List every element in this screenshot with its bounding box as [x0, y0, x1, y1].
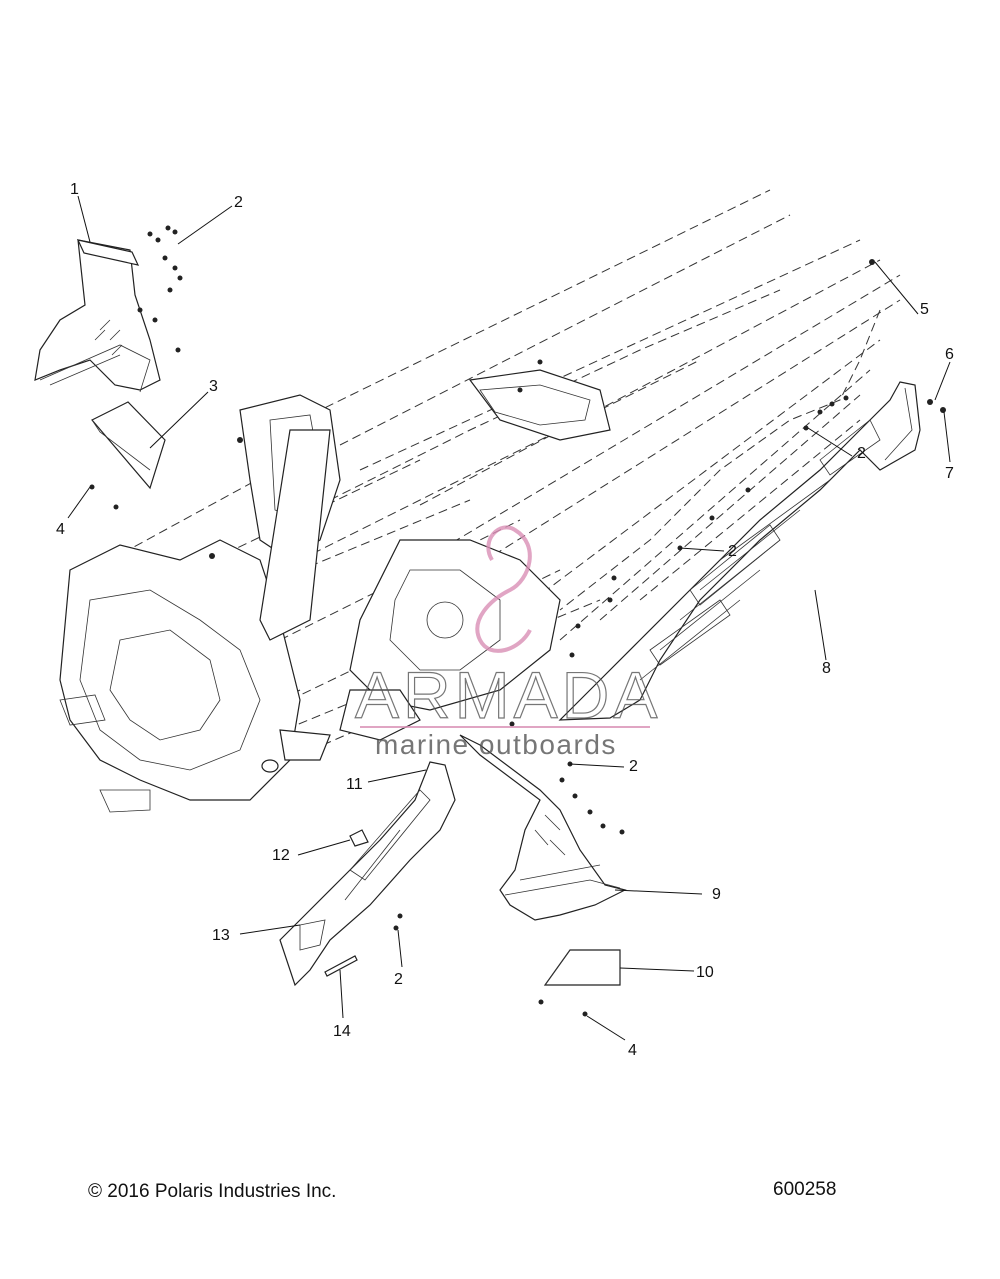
callout-1: 1	[70, 181, 79, 198]
callout-14: 14	[333, 1023, 351, 1040]
diagram-number: 600258	[773, 1179, 837, 1200]
watermark-brand: ARMADA	[355, 658, 661, 732]
callout-2: 2	[728, 543, 737, 560]
copyright-text: © 2016 Polaris Industries Inc.	[88, 1181, 337, 1202]
callout-2: 2	[629, 758, 638, 775]
callout-2: 2	[857, 445, 866, 462]
callout-2: 2	[234, 194, 243, 211]
watermark-logo-icon	[475, 525, 532, 653]
part-13-running-board	[279, 761, 456, 987]
part-10-plate	[543, 949, 621, 986]
callout-11: 11	[346, 776, 363, 793]
watermark-tagline: marine outboards	[375, 729, 617, 760]
part-14-strip	[324, 955, 358, 977]
callout-2: 2	[394, 971, 403, 988]
part-12-bracket	[349, 829, 369, 847]
callout-labels: 1 2 3 4 5 6 7 2 2 8 2 11 12 9 13 2 10 14…	[56, 181, 954, 1059]
part-8-running-board	[558, 381, 921, 721]
callout-leaders	[67, 195, 951, 1041]
callout-4: 4	[628, 1042, 637, 1059]
callout-3: 3	[209, 378, 218, 395]
callout-9: 9	[712, 886, 721, 903]
part-3-plate	[91, 401, 166, 490]
callout-6: 6	[945, 346, 954, 363]
callout-12: 12	[272, 847, 290, 864]
watermark: ARMADA marine outboards	[354, 525, 661, 760]
part-9-panel	[459, 734, 627, 921]
fasteners	[89, 225, 946, 1017]
callout-8: 8	[822, 660, 831, 677]
callout-10: 10	[696, 964, 714, 981]
part-1-panel	[34, 239, 161, 393]
callout-4: 4	[56, 521, 65, 538]
bulkhead-frame	[59, 369, 611, 813]
callout-5: 5	[920, 301, 929, 318]
callout-13: 13	[212, 927, 230, 944]
callout-7: 7	[945, 465, 954, 482]
